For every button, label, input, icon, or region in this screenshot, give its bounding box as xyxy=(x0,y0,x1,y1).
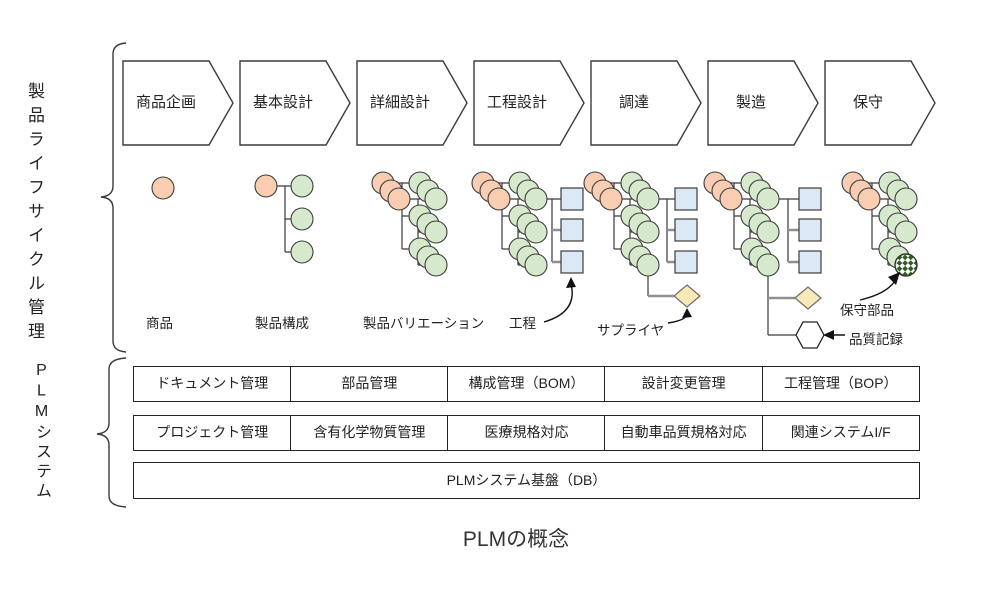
tree-procurement xyxy=(583,171,701,308)
system-cell-document-mgmt: ドキュメント管理 xyxy=(133,366,292,402)
tree-product-structure xyxy=(254,174,314,264)
quality-record-node xyxy=(795,321,825,349)
maintenance-part-arrow xyxy=(859,280,896,301)
tree-maintenance xyxy=(841,171,918,277)
stage-arrow xyxy=(122,60,234,146)
stage-arrow xyxy=(239,60,351,146)
system-cell-bop-mgmt: 工程管理（BOP） xyxy=(761,366,921,402)
supplier-label: サプライヤ xyxy=(597,323,665,338)
stage-arrow xyxy=(707,60,819,146)
stage-label-planning: 商品企画 xyxy=(135,94,196,111)
lifecycle-side-label: 製品ライフサイクル管理 xyxy=(25,82,44,346)
stage-label-procurement: 調達 xyxy=(618,94,649,111)
product-node xyxy=(151,176,175,200)
process-node xyxy=(674,250,698,274)
maintenance-part-node xyxy=(894,253,918,277)
process-node xyxy=(798,187,822,211)
supplier-node xyxy=(794,286,822,310)
system-cell-related-if: 関連システムI/F xyxy=(761,415,921,451)
page-title: PLMの概念 xyxy=(462,528,570,551)
process-node xyxy=(674,187,698,211)
process-label: 工程 xyxy=(509,316,536,331)
supplier-node xyxy=(673,284,701,308)
system-cell-project-mgmt: プロジェクト管理 xyxy=(133,415,292,451)
system-cell-chemical-mgmt: 含有化学物質管理 xyxy=(290,415,449,451)
stage-arrow xyxy=(824,60,936,146)
product-variation-label: 製品バリエーション xyxy=(363,316,485,331)
stage-label-detail-design: 詳細設計 xyxy=(369,94,430,111)
system-cell-parts-mgmt: 部品管理 xyxy=(290,366,449,402)
system-cell-change-mgmt: 設計変更管理 xyxy=(604,366,763,402)
quality-record-label: 品質記録 xyxy=(849,332,903,347)
stage-label-maintenance: 保守 xyxy=(852,94,883,111)
plm-system-brace xyxy=(96,357,127,508)
stage-arrow xyxy=(473,60,585,146)
system-table-row-1: ドキュメント管理 部品管理 構成管理（BOM） 設計変更管理 工程管理（BOP） xyxy=(133,366,921,402)
process-arrow xyxy=(543,283,573,323)
stage-arrows xyxy=(122,60,936,146)
annotation-arrows xyxy=(543,272,900,340)
tree-product xyxy=(151,176,175,200)
stage-label-basic-design: 基本設計 xyxy=(252,94,313,111)
system-table-row-2: プロジェクト管理 含有化学物質管理 医療規格対応 自動車品質規格対応 関連システ… xyxy=(133,415,921,451)
process-node xyxy=(798,250,822,274)
plm-system-side-label: PLMシステム xyxy=(33,362,50,502)
process-node xyxy=(798,218,822,242)
stage-label-manufacturing: 製造 xyxy=(735,94,766,111)
system-cell-automotive-std: 自動車品質規格対応 xyxy=(604,415,763,451)
process-node xyxy=(560,250,584,274)
stage-arrow xyxy=(356,60,468,146)
stage-arrow xyxy=(590,60,702,146)
process-node xyxy=(560,218,584,242)
system-cell-medical-std: 医療規格対応 xyxy=(447,415,606,451)
tree-process-design xyxy=(471,171,584,277)
process-node xyxy=(674,218,698,242)
process-node xyxy=(560,187,584,211)
product-structure-label: 製品構成 xyxy=(255,316,309,331)
product-label: 商品 xyxy=(146,316,173,331)
lifecycle-brace xyxy=(100,42,127,353)
tree-product-variation xyxy=(371,171,448,277)
system-base-platform: PLMシステム基盤（DB） xyxy=(133,462,920,499)
tree-manufacturing xyxy=(703,171,825,349)
system-cell-bom-mgmt: 構成管理（BOM） xyxy=(447,366,606,402)
stage-label-process-design: 工程設計 xyxy=(486,94,547,111)
maintenance-part-label: 保守部品 xyxy=(840,303,894,318)
